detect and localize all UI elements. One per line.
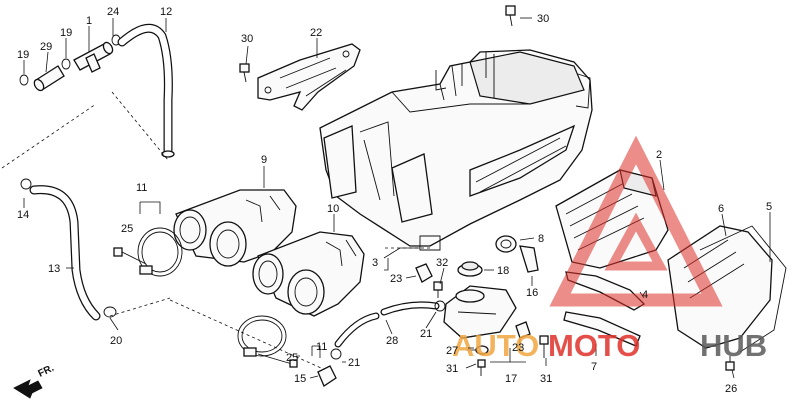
assembly-guide-lines xyxy=(1,91,430,373)
part-23-collar-lower xyxy=(515,321,531,339)
label-4: 4 xyxy=(642,289,648,301)
label-22: 22 xyxy=(310,27,322,39)
label-19-right: 19 xyxy=(60,27,72,39)
label-11-upper: 11 xyxy=(136,182,147,194)
label-8: 8 xyxy=(538,233,544,245)
part-14-clip xyxy=(20,178,32,190)
part-1-t-joint xyxy=(73,41,114,73)
part-7-plate xyxy=(563,311,641,347)
label-30-left: 30 xyxy=(241,33,253,45)
label-30-top: 30 xyxy=(537,13,549,25)
part-20-clip xyxy=(103,306,117,318)
part-28-hose xyxy=(334,301,440,348)
part-26-screw xyxy=(725,356,735,371)
part-21-clip-upper xyxy=(434,300,446,312)
part-30-bolt-left xyxy=(239,63,250,83)
part-31-bolt-left xyxy=(477,359,486,376)
part-23-collar-upper xyxy=(415,263,433,283)
part-9-intake-funnels xyxy=(173,189,297,267)
part-31-bolt-right xyxy=(539,335,549,358)
label-28: 28 xyxy=(386,335,398,347)
part-32-bolt xyxy=(433,281,443,298)
label-29: 29 xyxy=(40,41,52,53)
part-12-breather-hose xyxy=(117,23,175,158)
part-21-clip-lower xyxy=(330,348,342,360)
label-3: 3 xyxy=(372,257,378,269)
label-20: 20 xyxy=(110,335,122,347)
front-direction-arrow xyxy=(13,379,43,399)
screw-upper xyxy=(113,247,147,265)
label-16: 16 xyxy=(526,287,538,299)
label-2: 2 xyxy=(656,149,662,161)
label-24: 24 xyxy=(107,6,119,18)
label-21-lower: 21 xyxy=(348,357,360,369)
label-13: 13 xyxy=(48,263,60,275)
part-30-bolt-top xyxy=(505,5,516,27)
label-25-lower: 25 xyxy=(286,352,298,364)
watermark-text-moto: MOTO xyxy=(548,328,640,363)
part-19-clip-left xyxy=(19,74,29,86)
label-17: 17 xyxy=(505,373,517,385)
label-31-right: 31 xyxy=(540,373,552,385)
screw-lower xyxy=(257,353,298,368)
label-1: 1 xyxy=(86,15,92,27)
label-14: 14 xyxy=(17,209,29,221)
front-direction-label: FR. xyxy=(36,363,55,380)
part-19-clip-right xyxy=(61,58,71,70)
label-31-left: 31 xyxy=(446,363,458,375)
watermark-text-hub: HUB xyxy=(700,328,767,363)
label-15: 15 xyxy=(294,373,306,385)
part-17-drain-reservoir xyxy=(443,285,517,339)
part-18-grommet xyxy=(457,261,483,277)
label-25-upper: 25 xyxy=(121,223,133,235)
watermark-text-auto: AUTO xyxy=(452,328,539,363)
label-19-left: 19 xyxy=(17,49,29,61)
label-6: 6 xyxy=(718,203,724,215)
label-11-lower: 11 xyxy=(316,341,327,353)
label-7: 7 xyxy=(591,361,597,373)
label-9: 9 xyxy=(261,154,267,166)
part-15-grommet xyxy=(317,365,337,387)
airbox-housing xyxy=(319,49,593,251)
label-5: 5 xyxy=(766,201,772,213)
part-13-drain-hose xyxy=(29,185,101,321)
leader-lines xyxy=(23,17,771,379)
part-8-grommet xyxy=(495,235,517,253)
part-29-hose-segment xyxy=(33,65,65,92)
label-12: 12 xyxy=(160,6,172,18)
watermark-triangle-icon xyxy=(549,135,723,307)
part-labels: 1 24 12 19 29 19 30 22 30 9 14 11 25 10 … xyxy=(17,6,772,395)
label-23-lower: 23 xyxy=(512,342,524,354)
label-32: 32 xyxy=(436,257,448,269)
part-25-clamp-upper xyxy=(137,227,183,277)
label-23-upper: 23 xyxy=(390,273,402,285)
part-16-fitting xyxy=(519,245,539,273)
label-21-upper: 21 xyxy=(420,328,432,340)
watermark: AUTO MOTO HUB xyxy=(452,135,767,363)
part-22-bracket xyxy=(257,43,361,111)
label-26: 26 xyxy=(725,383,737,395)
part-10-intake-funnels xyxy=(252,231,365,317)
part-25-clamp-lower xyxy=(237,315,287,357)
part-5-cover-seal xyxy=(699,225,787,353)
label-27: 27 xyxy=(446,345,458,357)
label-18: 18 xyxy=(497,265,509,277)
label-10: 10 xyxy=(327,203,339,215)
